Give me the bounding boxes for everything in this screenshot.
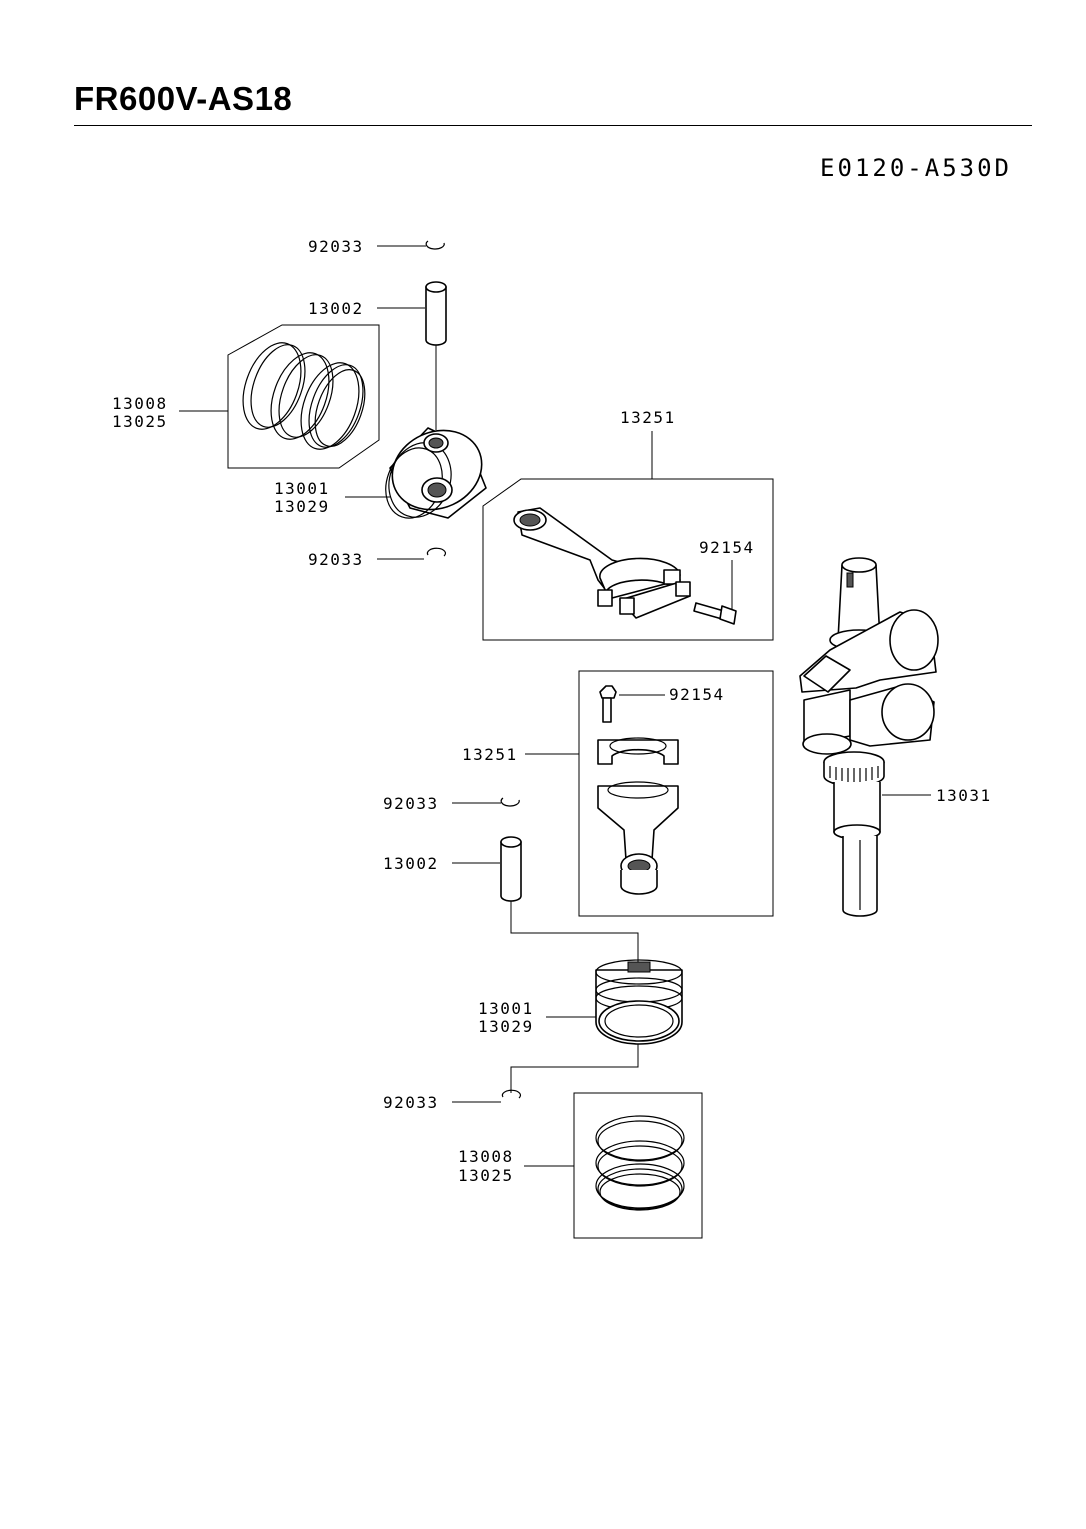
- piston-rings-icon: [595, 1115, 685, 1211]
- callout-label: 13025: [458, 1166, 514, 1185]
- circlip-icon: [501, 1089, 522, 1099]
- circlip-icon: [500, 797, 520, 807]
- connecting-rod-icon: [513, 507, 681, 607]
- callout-label: 13008: [458, 1147, 514, 1166]
- rod-cap-icon: [597, 737, 679, 765]
- piston-pin-icon: [500, 836, 522, 902]
- callout-label: 92154: [669, 685, 725, 704]
- callout-label: 13025: [112, 412, 168, 431]
- title-rule: [74, 125, 1032, 126]
- page-title: FR600V-AS18: [74, 80, 293, 117]
- piston-icon: [385, 427, 487, 519]
- callout-label: 92033: [383, 1093, 439, 1112]
- conrod-box-lower: [578, 670, 774, 917]
- piston-icon: [595, 959, 683, 1045]
- crankshaft-icon: [799, 557, 939, 917]
- callout-label: 13029: [274, 497, 330, 516]
- callout-label: 92033: [308, 237, 364, 256]
- rod-bolt-icon: [693, 602, 737, 625]
- rod-cap-icon: [619, 581, 691, 619]
- circlip-icon: [426, 547, 447, 557]
- diagram-code: E0120-A530D: [820, 154, 1012, 182]
- callout-label: 13008: [112, 394, 168, 413]
- connecting-rod-icon: [597, 781, 679, 895]
- callout-label: 13002: [383, 854, 439, 873]
- rod-bolt-icon: [599, 685, 617, 723]
- callout-label: 92033: [383, 794, 439, 813]
- callout-label: 13001: [478, 999, 534, 1018]
- piston-rings-icon: [242, 342, 366, 450]
- callout-label: 92033: [308, 550, 364, 569]
- callout-label: 13002: [308, 299, 364, 318]
- piston-pin-icon: [425, 281, 447, 346]
- callout-label: 13029: [478, 1017, 534, 1036]
- circlip-icon: [425, 240, 445, 250]
- ring-set-box-upper: [227, 324, 380, 469]
- conrod-box-upper: [482, 478, 774, 641]
- callout-label: 13251: [462, 745, 518, 764]
- ring-set-box-lower: [573, 1092, 703, 1239]
- callout-label: 13251: [620, 408, 676, 427]
- callout-label: 13001: [274, 479, 330, 498]
- leader-lines: [179, 245, 931, 1167]
- callout-label: 13031: [936, 786, 992, 805]
- callout-label: 92154: [699, 538, 755, 557]
